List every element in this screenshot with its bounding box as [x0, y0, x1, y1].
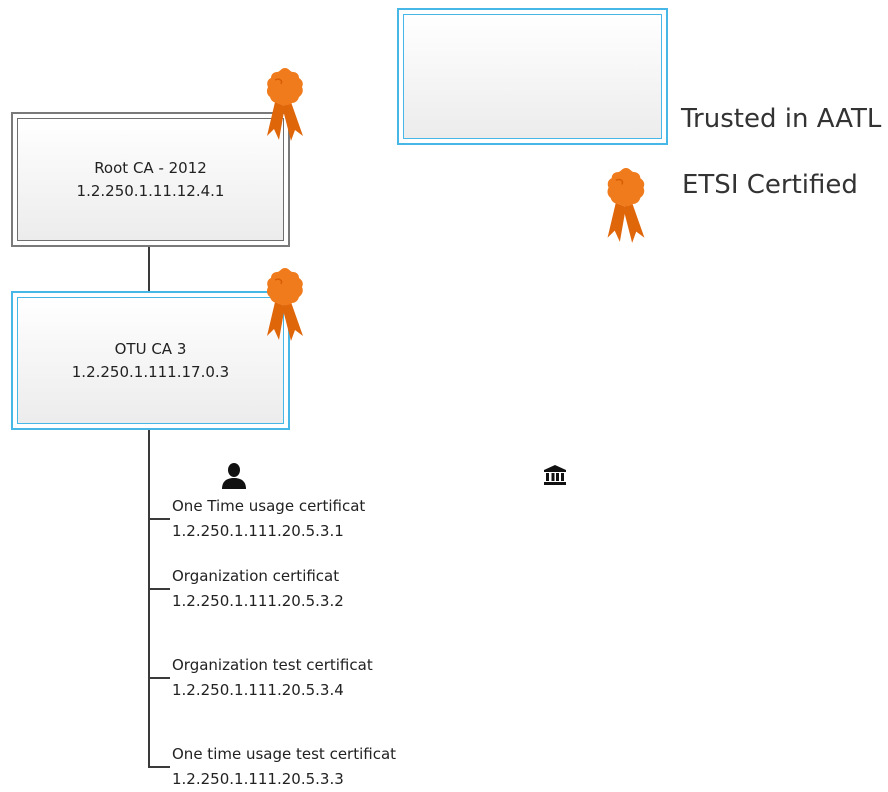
- certificate-oid: 1.2.250.1.111.20.5.3.1: [172, 522, 344, 540]
- legend-trusted-label: Trusted in AATL: [681, 104, 882, 134]
- certificate-oid: 1.2.250.1.111.20.5.3.2: [172, 592, 344, 610]
- connector-otu-trunk: [148, 430, 150, 768]
- certificate-leaf-1: One Time usage certificat 1.2.250.1.111.…: [172, 494, 365, 544]
- institution-icon: [544, 465, 566, 485]
- legend-trusted-swatch: [397, 8, 668, 145]
- connector-branch-4: [148, 766, 170, 768]
- certificate-leaf-3: Organization test certificat 1.2.250.1.1…: [172, 653, 373, 703]
- certificate-oid: 1.2.250.1.111.20.5.3.4: [172, 681, 344, 699]
- certificate-name: Organization certificat: [172, 567, 340, 585]
- person-icon: [222, 463, 246, 489]
- otu-ca-node: OTU CA 3 1.2.250.1.111.17.0.3: [11, 291, 290, 430]
- certificate-oid: 1.2.250.1.111.20.5.3.3: [172, 770, 344, 788]
- certificate-name: One Time usage certificat: [172, 497, 366, 515]
- otu-ca-oid: 1.2.250.1.111.17.0.3: [71, 362, 230, 381]
- certificate-name: One time usage test certificat: [172, 745, 397, 763]
- connector-root-to-otu: [148, 247, 150, 291]
- certificate-leaf-2: Organization certificat 1.2.250.1.111.20…: [172, 564, 344, 614]
- award-ribbon-icon: [607, 168, 645, 243]
- root-ca-oid: 1.2.250.1.11.12.4.1: [76, 181, 225, 200]
- connector-branch-1: [148, 518, 170, 520]
- connector-branch-3: [148, 677, 170, 679]
- award-ribbon-icon: [266, 268, 303, 341]
- award-ribbon-icon: [266, 68, 303, 141]
- root-ca-name: Root CA - 2012: [94, 158, 207, 177]
- certificate-leaf-4: One time usage test certificat 1.2.250.1…: [172, 742, 396, 792]
- legend-etsi-label: ETSI Certified: [682, 170, 858, 200]
- certificate-name: Organization test certificat: [172, 656, 373, 674]
- connector-branch-2: [148, 588, 170, 590]
- root-ca-node: Root CA - 2012 1.2.250.1.11.12.4.1: [11, 112, 290, 247]
- otu-ca-name: OTU CA 3: [114, 339, 187, 358]
